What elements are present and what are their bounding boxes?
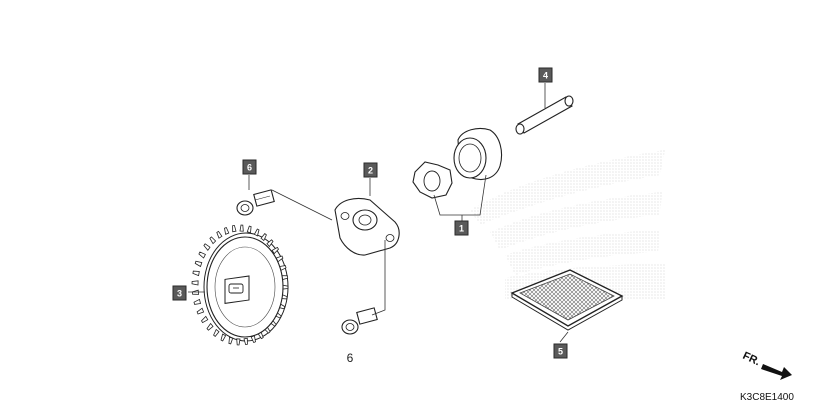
callout-1: 1 (454, 220, 469, 236)
gear-tooth (228, 336, 234, 345)
gear-part-3 (191, 224, 289, 346)
gear-tooth (200, 315, 209, 324)
pin-shaft-part-4 (515, 95, 574, 135)
gear-tooth (193, 298, 201, 305)
gear-tooth (236, 338, 241, 346)
outer-rotor-part-1 (453, 127, 503, 181)
callout-2: 2 (363, 162, 378, 178)
bolt-lower-part-6 (341, 307, 378, 335)
gear-tooth (253, 228, 260, 237)
gear-tooth (246, 225, 252, 234)
gear-tooth (266, 239, 274, 248)
callout-4: 4 (538, 67, 553, 83)
inner-rotor-part-1 (412, 161, 453, 199)
gear-tooth (194, 260, 203, 268)
gear-tooth (198, 251, 206, 259)
callout-1-label: 1 (459, 224, 464, 234)
gear-tooth (220, 333, 227, 342)
gear-tooth (216, 230, 223, 239)
gear-tooth (196, 307, 205, 315)
gear-tooth (239, 224, 244, 232)
callout-3: 3 (172, 285, 187, 301)
callout-5-label: 5 (558, 347, 563, 357)
fr-label: FR. (741, 350, 762, 368)
gear-tooth (192, 270, 200, 277)
arrow-right-icon (761, 364, 792, 380)
gear-tooth (224, 226, 230, 235)
callout-5: 5 (553, 343, 568, 359)
gear-tooth (213, 328, 220, 337)
callout-4-label: 4 (543, 71, 548, 81)
gear-tooth (232, 224, 237, 233)
callout-6: 6 (242, 159, 257, 175)
gear-tooth (243, 337, 248, 346)
gear-tooth (191, 280, 199, 286)
strainer-screen-part-5 (510, 269, 624, 331)
leader-lines (188, 83, 569, 343)
gear-tooth (203, 243, 211, 251)
callout-6-label: 6 (247, 163, 252, 173)
diagram-code: K3C8E1400 (740, 392, 794, 403)
gear-tooth (206, 322, 214, 331)
bolt-lower-plain-label: 6 (347, 351, 354, 365)
pump-cover-part-2 (334, 197, 400, 256)
gear-tooth (209, 236, 217, 245)
callout-3-label: 3 (177, 289, 182, 299)
gear-tooth (271, 246, 280, 255)
gear-tooth (260, 233, 267, 242)
bolt-upper-part-6 (236, 189, 275, 216)
callout-2-label: 2 (368, 166, 373, 176)
front-direction-indicator: FR. (741, 350, 792, 380)
